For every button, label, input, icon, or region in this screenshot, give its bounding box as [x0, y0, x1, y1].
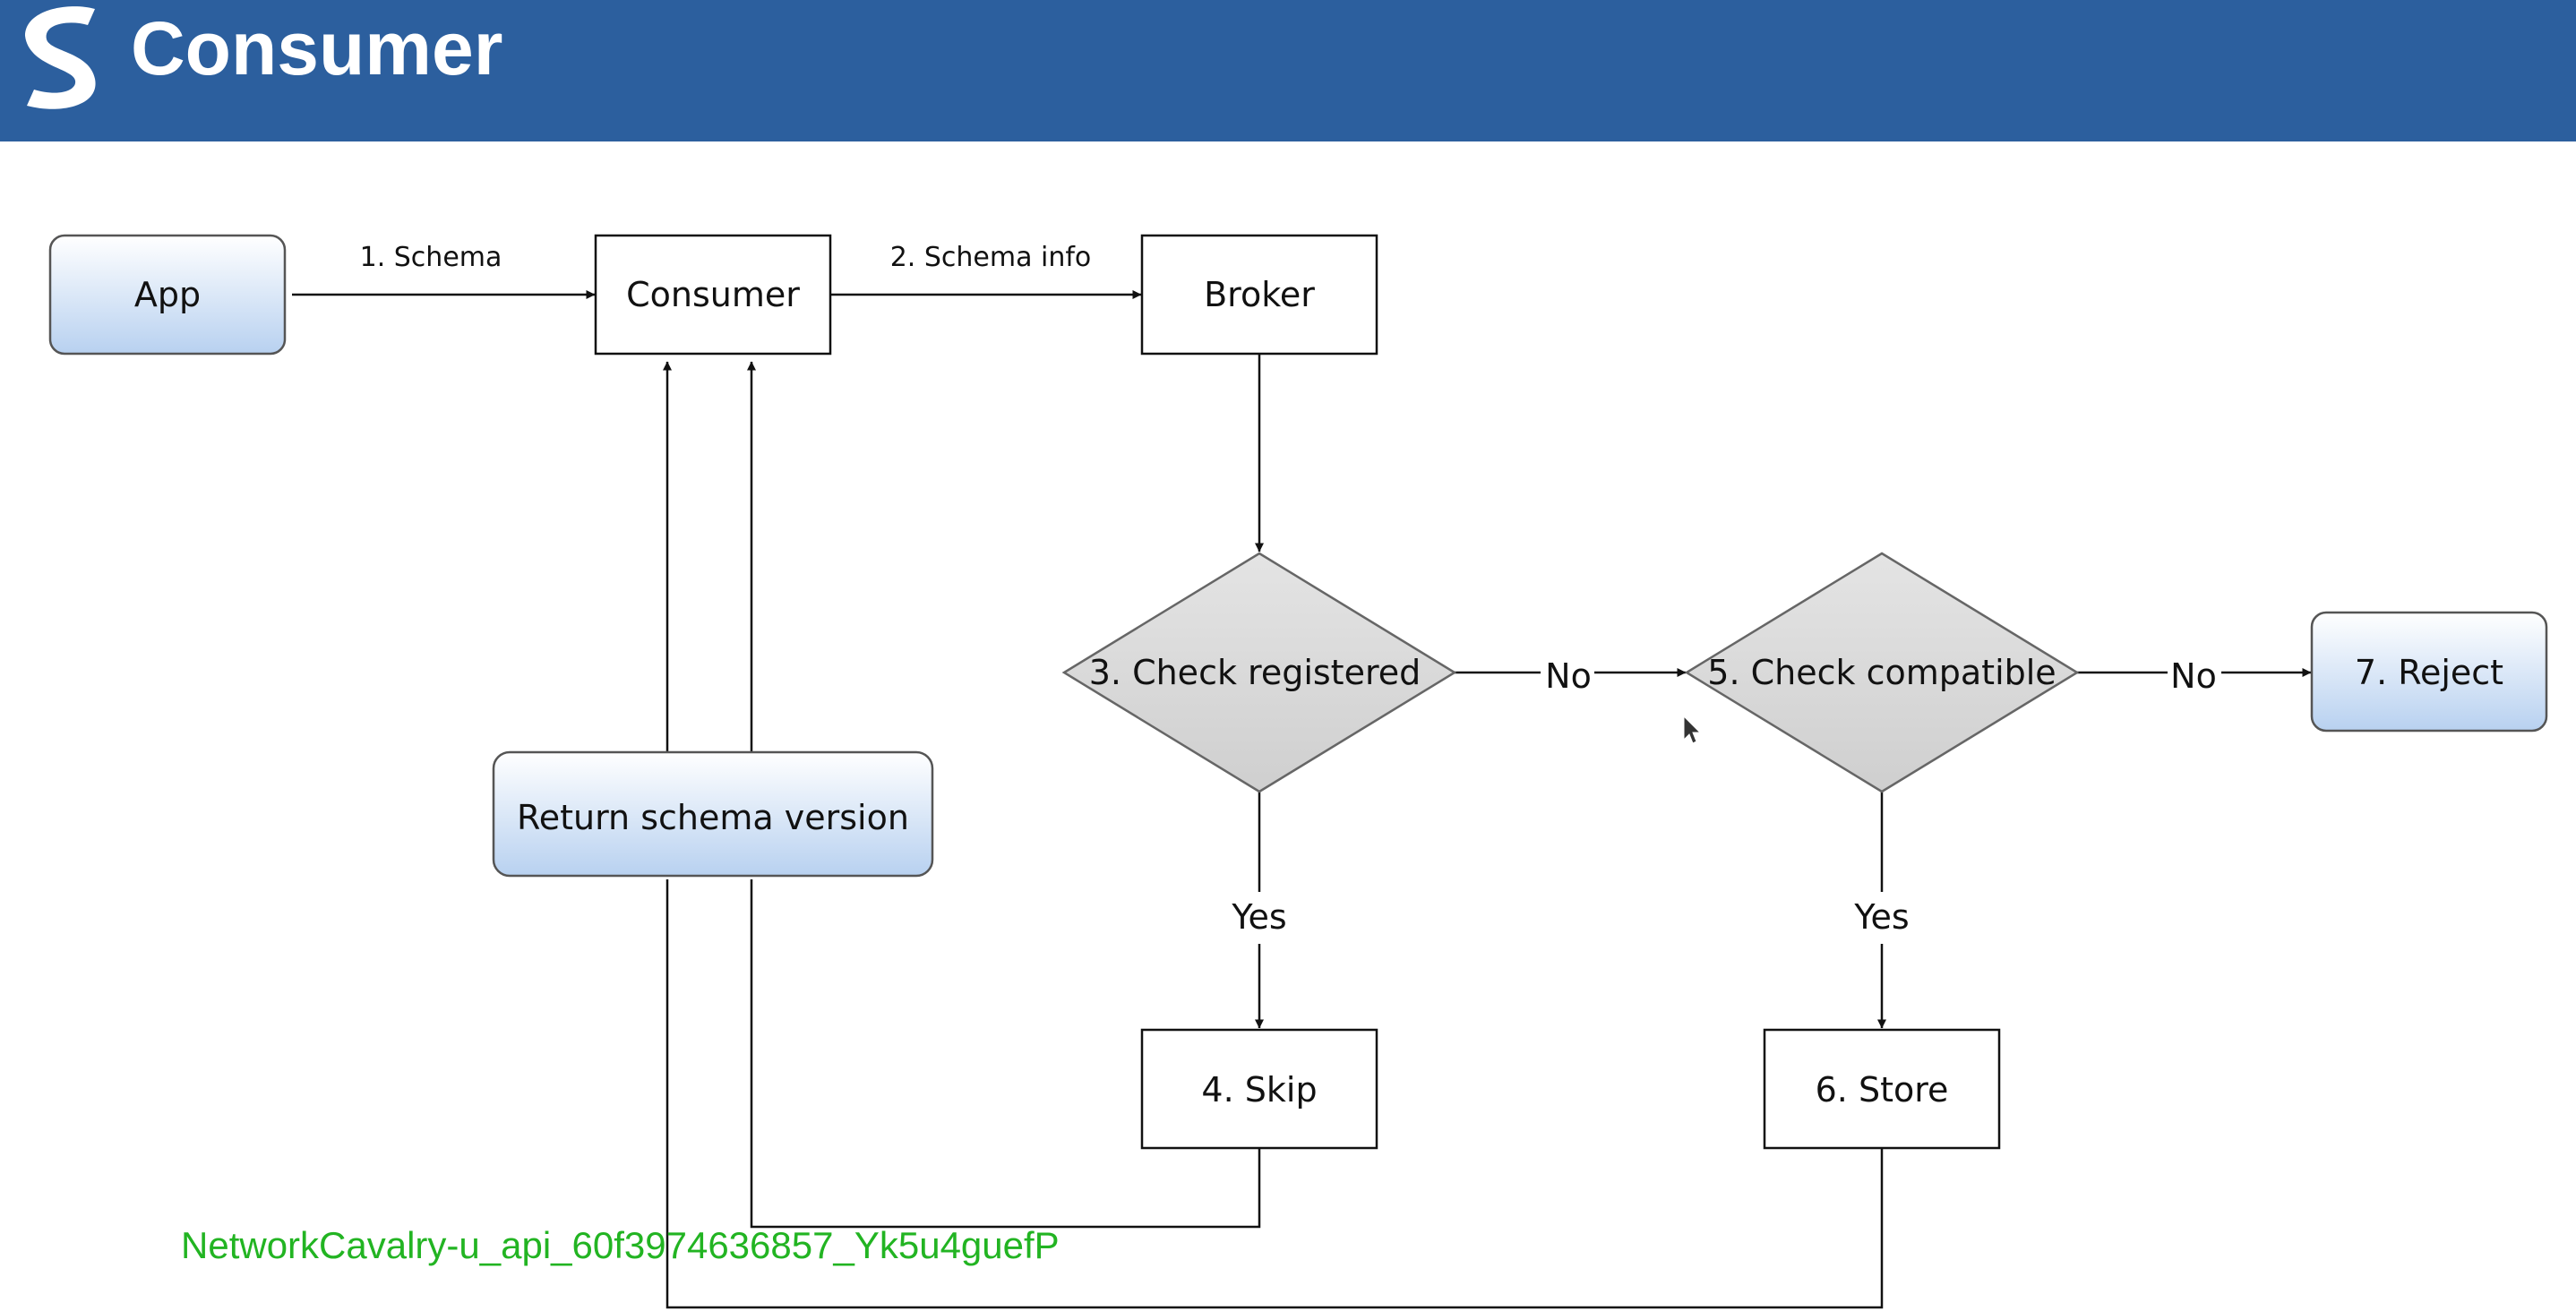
- node-consumer: Consumer: [594, 234, 832, 356]
- node-app: App: [48, 234, 287, 356]
- node-store: 6. Store: [1763, 1028, 2001, 1150]
- header-bar: Consumer: [0, 0, 2576, 141]
- node-return-schema-version: Return schema version: [492, 750, 934, 878]
- node-app-label: App: [134, 275, 201, 314]
- page-title: Consumer: [131, 6, 503, 90]
- node-reject-label: 7. Reject: [2355, 653, 2503, 692]
- edge-store-to-consumer: [663, 361, 1884, 1309]
- node-check-registered-label: 3. Check registered: [1089, 653, 1421, 692]
- edge-label-schema-info: 2. Schema info: [890, 242, 1092, 273]
- node-check-compatible: 5. Check compatible: [1684, 552, 2080, 793]
- node-consumer-label: Consumer: [626, 275, 800, 314]
- s-logo-icon: [25, 6, 96, 109]
- node-broker-label: Broker: [1204, 275, 1315, 314]
- edge-label-schema: 1. Schema: [360, 242, 502, 273]
- node-skip: 4. Skip: [1140, 1028, 1378, 1150]
- watermark-text: NetworkCavalry-u_api_60f3974636857_Yk5u4…: [181, 1224, 1060, 1266]
- node-check-compatible-label: 5. Check compatible: [1707, 653, 2056, 692]
- node-check-registered: 3. Check registered: [1061, 552, 1457, 793]
- edge-label-compatible-yes: Yes: [1853, 897, 1909, 937]
- node-reject: 7. Reject: [2310, 611, 2548, 733]
- edge-label-registered-no: No: [1545, 656, 1592, 696]
- edge-label-compatible-no: No: [2170, 656, 2217, 696]
- cursor-icon: [1683, 715, 1702, 744]
- node-skip-label: 4. Skip: [1201, 1070, 1317, 1110]
- node-store-label: 6. Store: [1816, 1070, 1949, 1110]
- edge-label-registered-yes: Yes: [1231, 897, 1286, 937]
- edge-skip-to-consumer: [747, 361, 1261, 1229]
- node-broker: Broker: [1140, 234, 1378, 356]
- node-return-schema-version-label: Return schema version: [517, 798, 909, 837]
